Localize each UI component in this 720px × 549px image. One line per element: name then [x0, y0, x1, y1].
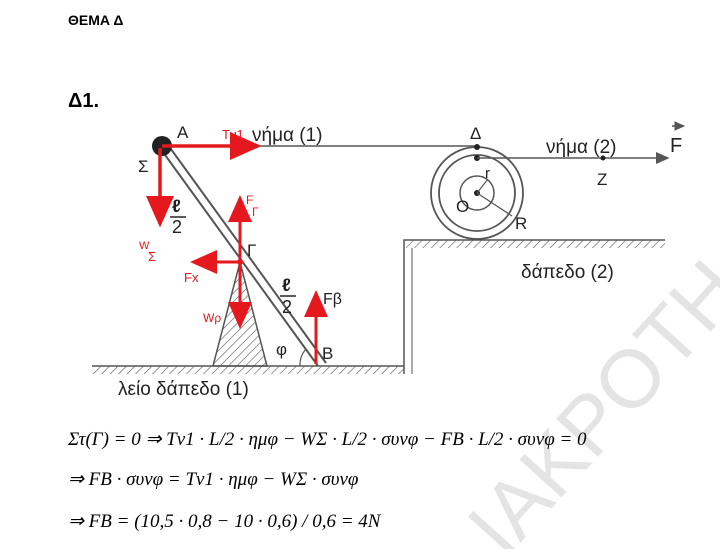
label-half-1-den: 2	[172, 217, 182, 237]
label-fb: Fβ	[323, 291, 342, 308]
label-b: B	[322, 344, 333, 363]
page-title: ΘΕΜΑ Δ	[68, 12, 124, 28]
label-floor-2: δάπεδο (2)	[521, 262, 614, 283]
label-fy-sub: Γ	[252, 205, 259, 219]
label-string-1: νήμα (1)	[252, 125, 323, 146]
label-floor-1: λείο δάπεδο (1)	[118, 379, 249, 400]
label-string-2: νήμα (2)	[546, 137, 617, 158]
label-fy: F	[246, 193, 253, 207]
label-o: O	[456, 197, 469, 216]
label-f: F	[670, 135, 682, 157]
wheel	[430, 144, 524, 240]
equation-fb-relation: ⇒ FB · συνφ = Tν1 · ημφ − WΣ · συνφ	[68, 469, 359, 490]
label-half-2-den: 2	[282, 297, 292, 317]
label-a: A	[177, 123, 189, 142]
equation-torque: Στ(Γ) = 0 ⇒ Tν1 · L/2 · ημφ − WΣ · L/2 ·…	[68, 429, 587, 450]
point-z	[600, 155, 606, 161]
angle-arc	[299, 348, 307, 367]
watermark: ΙΑΚΡΟΤΗ	[451, 244, 720, 549]
label-weight-sigma-sub: Σ	[148, 249, 156, 264]
section-heading: Δ1.	[68, 90, 100, 112]
label-sigma: Σ	[138, 157, 149, 176]
label-z: Z	[597, 170, 607, 189]
label-half-2-num: ℓ	[282, 275, 291, 295]
floor-2	[403, 239, 665, 374]
smooth-floor-1	[92, 365, 404, 374]
label-r-big: R	[515, 214, 527, 233]
point-gamma	[237, 259, 243, 265]
label-fx: Fx	[184, 270, 199, 285]
label-weight-sigma: W	[139, 240, 150, 252]
label-r-small: r	[485, 165, 490, 182]
equation-fb-result: ⇒ FB = (10,5 · 0,8 − 10 · 0,6) / 0,6 = 4…	[68, 511, 381, 532]
label-phi: φ	[276, 340, 287, 359]
label-half-1-num: ℓ	[172, 196, 181, 216]
label-gamma: Γ	[247, 241, 256, 260]
label-weight-rod: Wρ	[203, 311, 221, 325]
label-delta: Δ	[470, 124, 481, 143]
label-tension: Tν1	[222, 127, 244, 142]
